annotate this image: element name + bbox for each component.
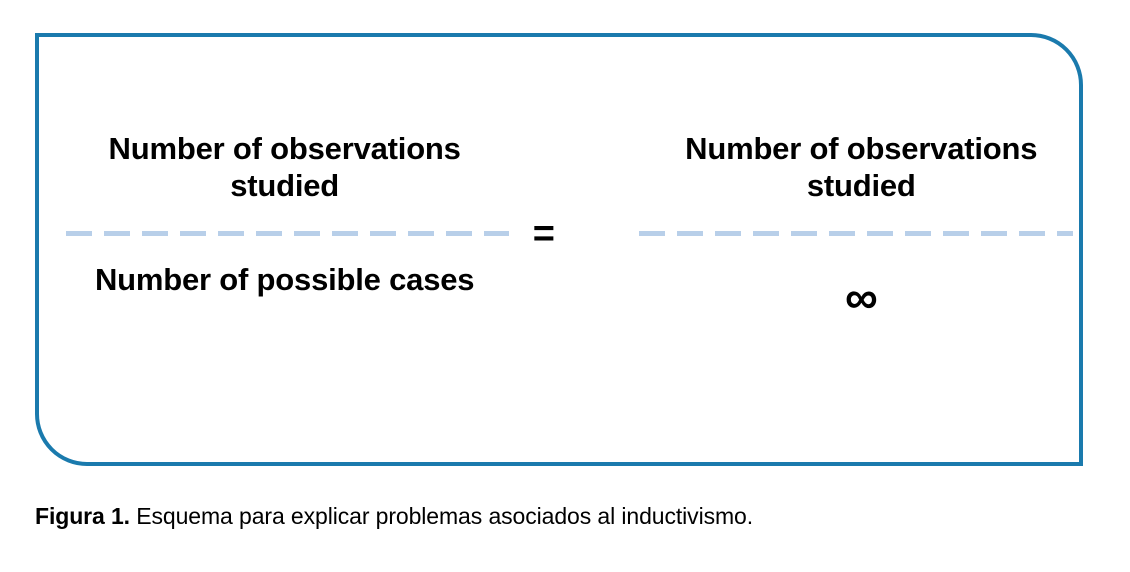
left-fraction: Number of observations studied Number of… bbox=[53, 83, 516, 384]
right-fraction-denominator: ∞ bbox=[639, 262, 1083, 384]
equation-container: Number of observations studied Number of… bbox=[35, 33, 1083, 433]
left-fraction-denominator: Number of possible cases bbox=[53, 262, 516, 384]
infinity-symbol: ∞ bbox=[844, 270, 878, 323]
equals-sign: = bbox=[532, 213, 555, 255]
left-numerator-text: Number of observations studied bbox=[108, 131, 461, 203]
right-numerator-text: Number of observations studied bbox=[685, 131, 1038, 203]
right-fraction-bar bbox=[639, 230, 1074, 236]
right-fraction: Number of observations studied ∞ bbox=[639, 83, 1083, 384]
figure-frame bbox=[35, 33, 1083, 466]
left-fraction-bar bbox=[66, 230, 510, 236]
figure-caption: Figura 1. Esquema para explicar problema… bbox=[35, 502, 1095, 531]
left-denominator-text: Number of possible cases bbox=[94, 261, 475, 297]
left-fraction-numerator: Number of observations studied bbox=[53, 83, 516, 205]
right-fraction-numerator: Number of observations studied bbox=[639, 83, 1083, 205]
caption-text: Esquema para explicar problemas asociado… bbox=[129, 503, 754, 529]
caption-label: Figura 1. bbox=[35, 503, 130, 529]
